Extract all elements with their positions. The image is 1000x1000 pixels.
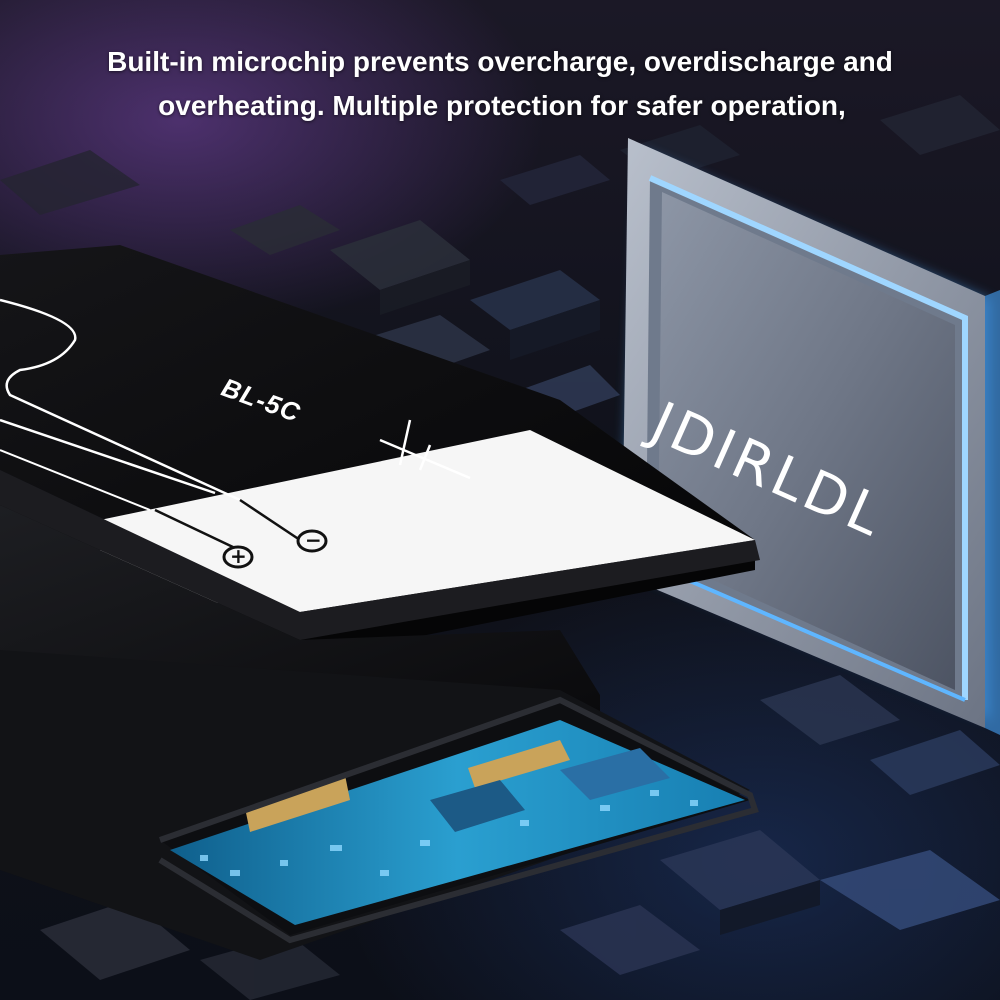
headline-line-2: overheating. Multiple protection for saf… — [158, 90, 846, 121]
negative-symbol: − — [305, 528, 322, 552]
negative-terminal-icon — [296, 529, 328, 553]
pcb-tray — [0, 505, 759, 960]
positive-terminal-icon — [222, 545, 254, 569]
positive-symbol: + — [230, 544, 247, 568]
headline-line-1: Built-in microchip prevents overcharge, … — [107, 46, 893, 77]
headline: Built-in microchip prevents overcharge, … — [0, 40, 1000, 128]
